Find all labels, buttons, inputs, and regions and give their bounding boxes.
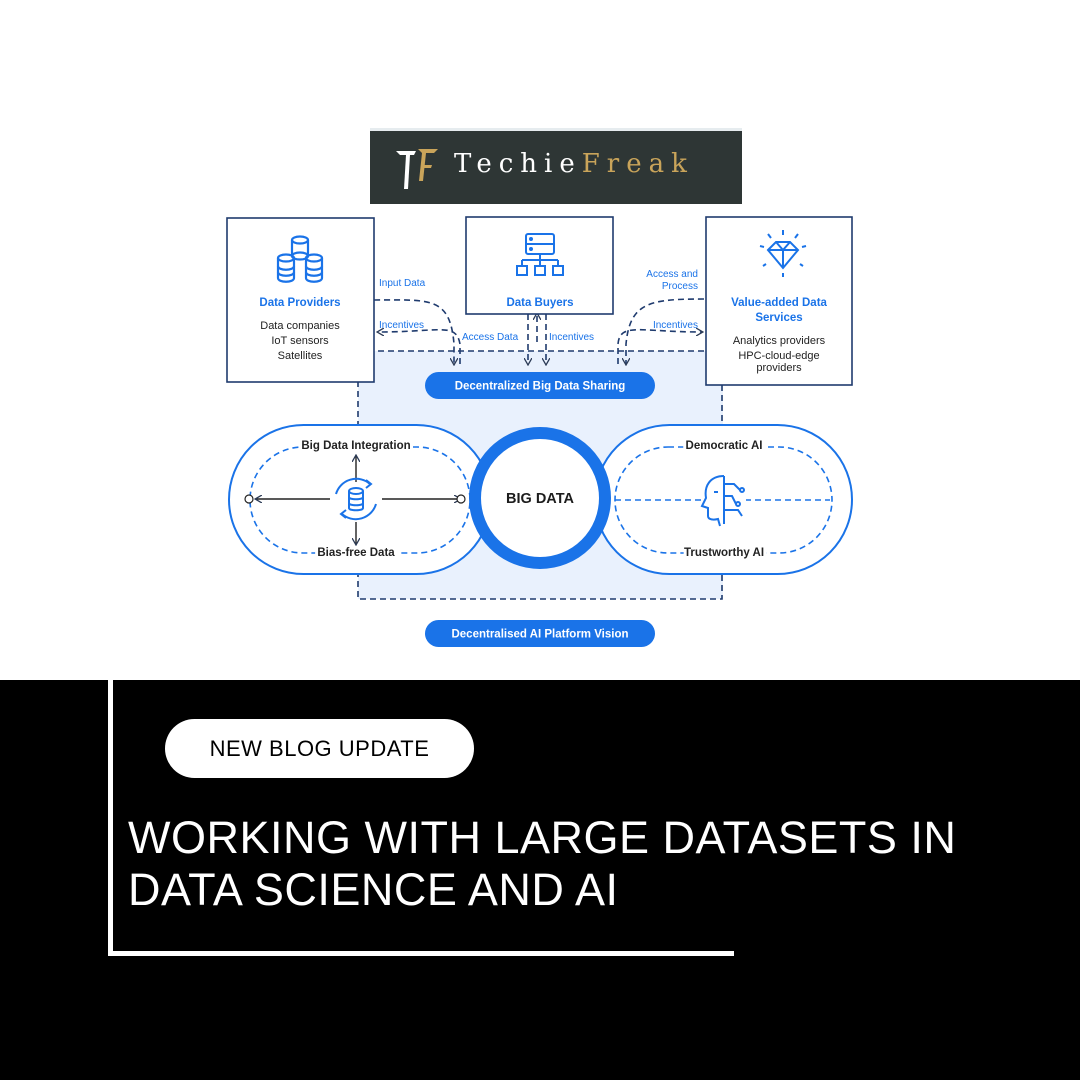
integration-arrows <box>256 456 460 544</box>
flow-label-incentives: Incentives <box>379 320 424 331</box>
flow-label-incentives: Incentives <box>653 320 698 331</box>
sharing-pill-label: Decentralized Big Data Sharing <box>455 381 626 393</box>
logo-wordmark-part2: Freak <box>581 149 694 179</box>
sharing-pill <box>425 372 655 399</box>
flow-label-input-data: Input Data <box>379 278 426 289</box>
server-network-icon <box>516 233 564 276</box>
loop-label-trustworthy-ai: Trustworthy AI <box>684 547 764 559</box>
database-sync-icon <box>335 477 377 521</box>
diagram-panel: Data Providers Data companies IoT sensor… <box>210 204 870 680</box>
services-line: providers <box>756 362 802 374</box>
techiefreak-monogram-icon <box>396 149 438 189</box>
integration-endpoint <box>456 494 466 504</box>
big-data-circle <box>469 427 611 569</box>
new-blog-update-badge: NEW BLOG UPDATE <box>165 719 474 778</box>
big-data-diagram: Data Providers Data companies IoT sensor… <box>226 216 853 647</box>
frame-line-bottom <box>108 951 734 956</box>
data-providers-line: Data companies <box>260 320 340 332</box>
integration-endpoint <box>244 494 254 504</box>
services-title: Services <box>755 312 802 324</box>
post-title-line: DATA SCIENCE AND AI <box>128 864 619 915</box>
loop-label-bias-free: Bias-free Data <box>317 547 395 559</box>
loop-label-integration: Big Data Integration <box>301 440 410 452</box>
services-line: Analytics providers <box>733 335 826 347</box>
diamond-icon <box>759 230 807 277</box>
post-title: WORKING WITH LARGE DATASETS IN DATA SCIE… <box>128 812 1028 916</box>
flow-label-access-data: Access Data <box>462 332 519 343</box>
loop-label-democratic-ai: Democratic AI <box>686 440 763 452</box>
flow-label-incentives: Incentives <box>549 332 594 343</box>
logo-wordmark-part1: Techie <box>454 149 582 179</box>
ai-face-icon <box>700 472 746 528</box>
data-buyers-title: Data Buyers <box>506 297 573 309</box>
big-data-label: BIG DATA <box>506 491 574 507</box>
post-title-line: WORKING WITH LARGE DATASETS IN <box>128 812 957 863</box>
services-line: HPC-cloud-edge <box>738 350 819 362</box>
flow-label-access-process: Access and <box>646 269 698 280</box>
logo-bar: TechieFreak <box>370 128 742 204</box>
frame-line-left <box>108 680 113 956</box>
logo-wordmark: TechieFreak <box>454 149 694 179</box>
data-providers-title: Data Providers <box>259 297 340 309</box>
flow-label-access-process: Process <box>662 281 698 292</box>
database-stack-icon <box>276 235 324 283</box>
vision-pill <box>425 620 655 647</box>
data-providers-line: IoT sensors <box>271 335 329 347</box>
data-providers-line: Satellites <box>278 350 323 362</box>
vision-pill-label: Decentralised AI Platform Vision <box>451 629 628 641</box>
data-providers-box <box>226 217 375 383</box>
services-title: Value-added Data <box>731 297 827 309</box>
